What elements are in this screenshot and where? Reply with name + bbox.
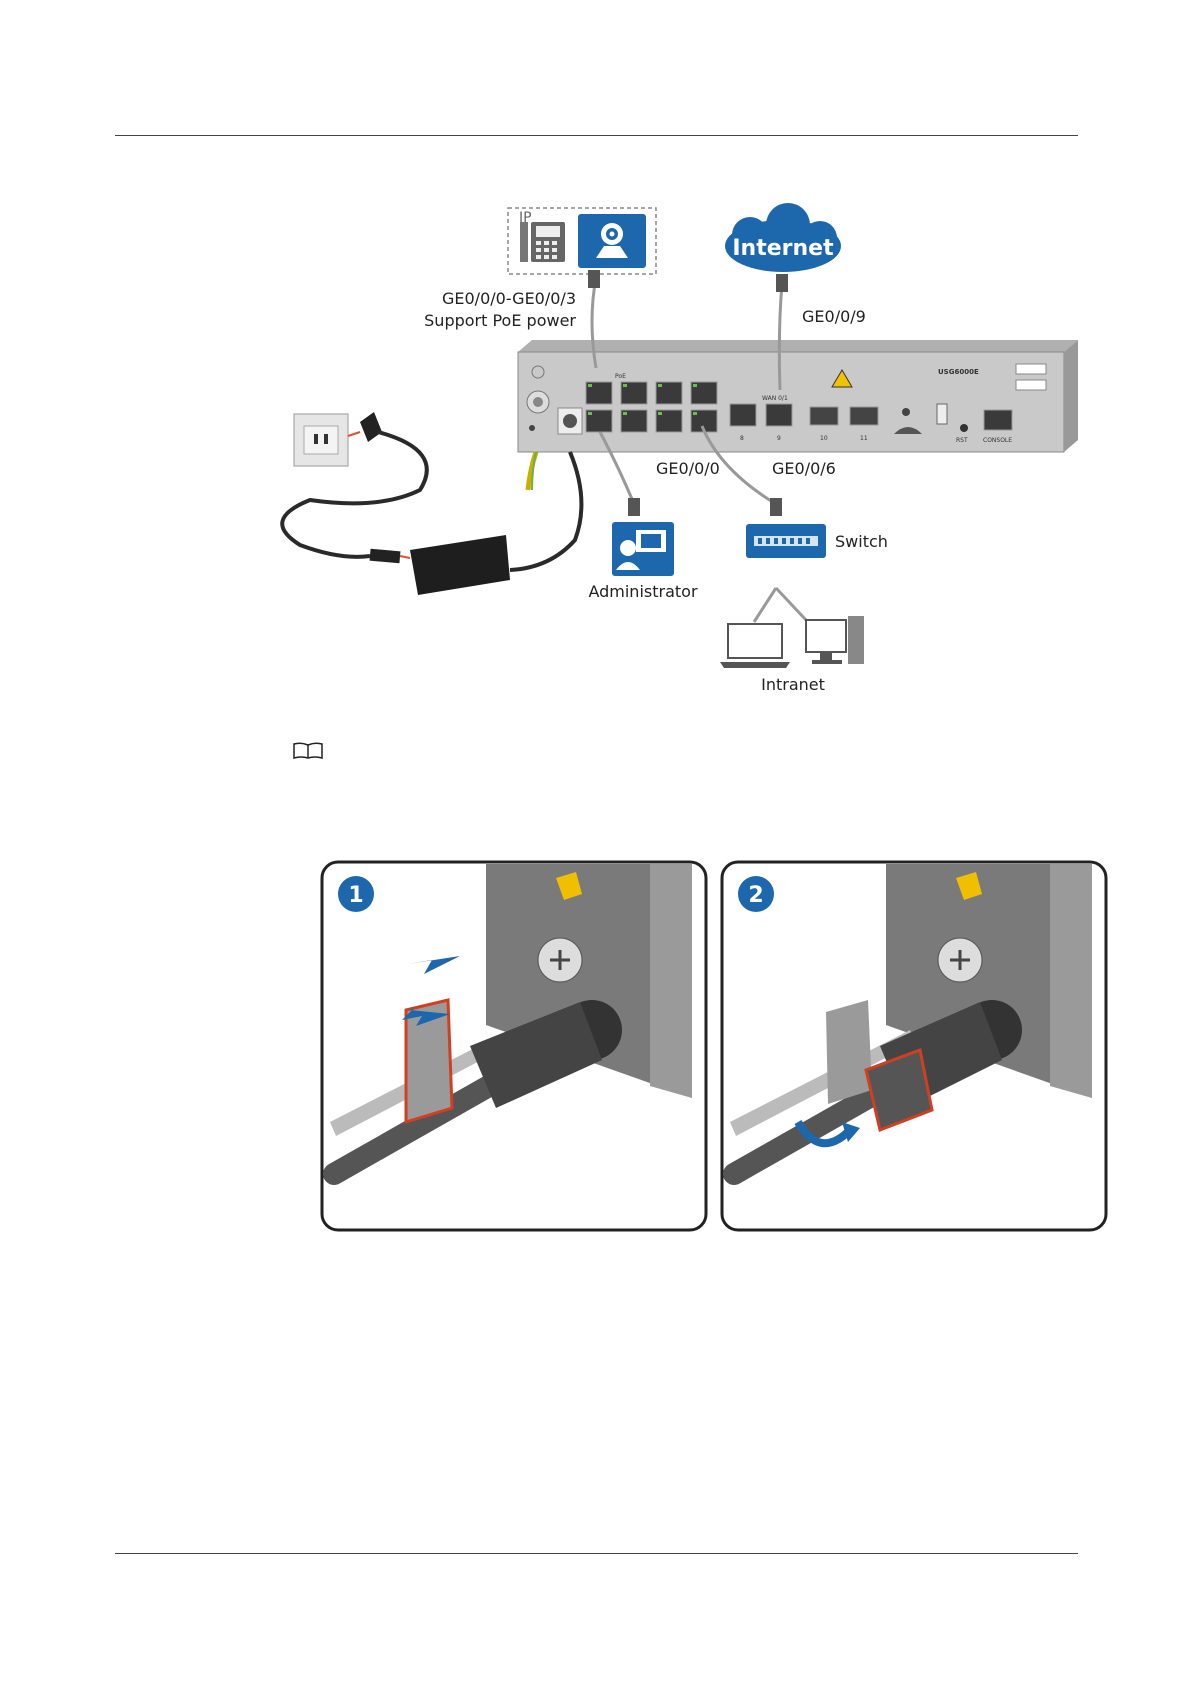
wan-port-label: GE0/0/9: [802, 307, 866, 326]
ip-phone-label: IP: [519, 210, 532, 226]
footer-rule: [115, 1553, 1078, 1554]
step-2-number: 2: [748, 883, 763, 908]
administrator-icon: [612, 522, 674, 576]
step-2-panel: 2: [722, 862, 1106, 1230]
silk-port-11: 11: [860, 435, 868, 442]
silk-console: CONSOLE: [983, 437, 1012, 444]
ip-phone-icon: IP: [519, 210, 565, 262]
switch-port-label: GE0/0/6: [772, 459, 836, 478]
switch-label: Switch: [835, 532, 888, 551]
silk-port-8: 8: [740, 435, 744, 442]
network-connection-diagram: IP Internet GE0/0/0-GE0/0/3 Support PoE …: [270, 200, 1100, 700]
poe-ports-label: GE0/0/0-GE0/0/3: [442, 289, 576, 308]
video-camera-icon: [578, 214, 646, 268]
silk-poe: PoE: [615, 373, 626, 380]
silk-port-9: 9: [777, 435, 781, 442]
silk-wan: WAN 0/1: [762, 395, 788, 402]
note-book-icon: [292, 742, 324, 760]
cable-retainer-figure: 1 2: [320, 860, 1110, 1235]
intranet-label: Intranet: [761, 675, 825, 694]
silk-port-10: 10: [820, 435, 828, 442]
switch-icon: [746, 524, 826, 558]
step-1-panel: 1: [322, 862, 706, 1230]
silk-rst: RST: [956, 437, 968, 444]
header-rule: [115, 135, 1078, 136]
administrator-label: Administrator: [588, 582, 697, 601]
poe-power-label: Support PoE power: [424, 311, 576, 330]
internet-label: Internet: [732, 236, 834, 261]
step-1-number: 1: [348, 883, 363, 908]
silk-model: USG6000E: [938, 368, 979, 376]
laptop-icon: [720, 624, 790, 668]
poe-devices-group: IP: [508, 208, 656, 274]
admin-port-label: GE0/0/0: [656, 459, 720, 478]
desktop-pc-icon: [806, 616, 864, 664]
internet-cloud-icon: Internet: [725, 203, 841, 272]
